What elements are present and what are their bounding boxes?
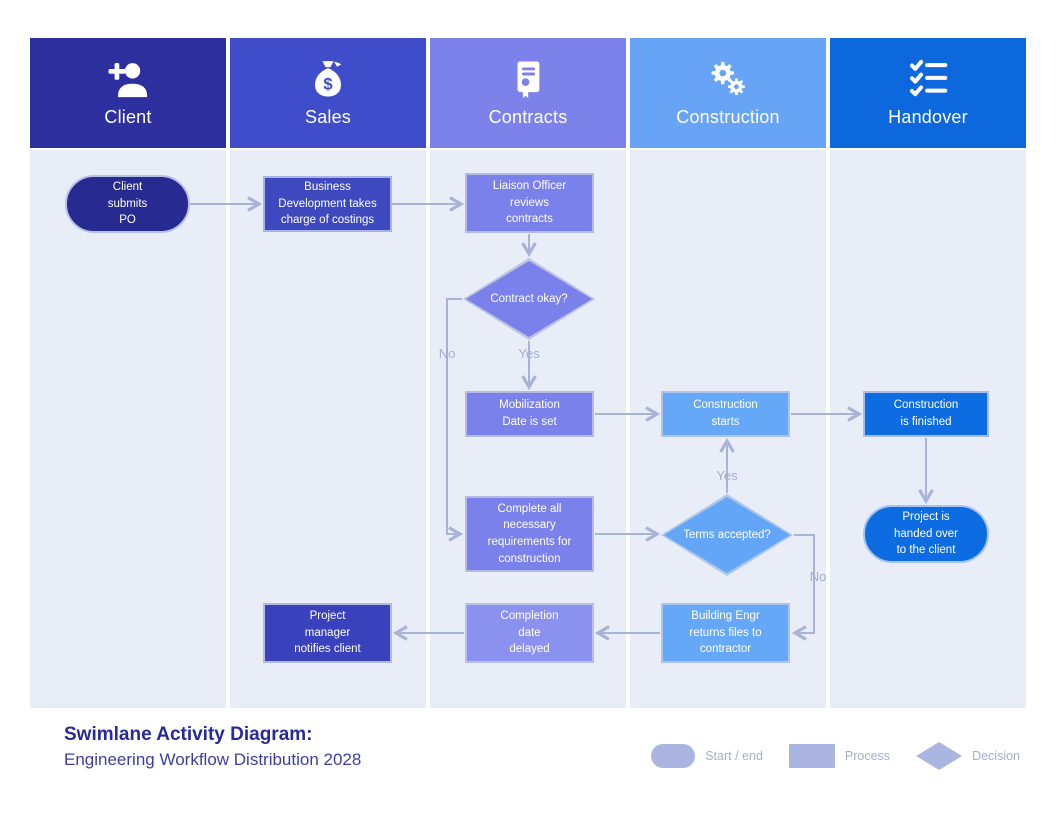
node-text: Business Development takes charge of cos… xyxy=(278,180,377,227)
lane-header-client: Client xyxy=(30,38,226,148)
lane-label-handover: Handover xyxy=(888,106,968,127)
lane-label-contracts: Contracts xyxy=(488,106,568,127)
legend-item-start-end: Start / end xyxy=(651,744,763,768)
legend-item-decision: Decision xyxy=(916,742,1020,770)
legend: Start / end Process Decision xyxy=(651,742,1020,770)
lane-header-contracts: Contracts xyxy=(430,38,626,148)
node-construction-starts: Construction starts xyxy=(661,391,790,437)
legend-item-process: Process xyxy=(788,744,891,768)
node-text: Project manager notifies client xyxy=(294,609,361,656)
edge-label-contract-yes: Yes xyxy=(518,346,540,361)
node-text: Project is handed over to the client xyxy=(894,510,958,557)
lane-label-construction: Construction xyxy=(676,106,780,127)
lane-header-handover: Handover xyxy=(830,38,1026,148)
edge-label-contract-no: No xyxy=(438,346,456,361)
edge-label-terms-no: No xyxy=(809,569,827,584)
node-text: Completion date delayed xyxy=(500,609,559,656)
person-add-icon xyxy=(105,59,151,99)
node-completion-delayed: Completion date delayed xyxy=(465,603,594,663)
node-complete-requirements: Complete all necessary requirements for … xyxy=(465,496,594,572)
node-text: Client submits PO xyxy=(107,180,148,227)
node-text: Building Engr returns files to contracto… xyxy=(689,609,762,656)
legend-label: Start / end xyxy=(705,749,763,763)
money-bag-icon: $ xyxy=(305,59,351,99)
swimlane-diagram: Client $ Sales xyxy=(30,38,1026,708)
node-liaison-officer: Liaison Officer reviews contracts xyxy=(465,173,594,233)
decision-shape-icon xyxy=(916,742,963,770)
node-text: Complete all necessary requirements for … xyxy=(487,502,572,565)
start-end-shape-icon xyxy=(651,744,696,768)
node-building-engr-returns: Building Engr returns files to contracto… xyxy=(661,603,790,663)
certificate-icon xyxy=(505,59,551,99)
lane-header-sales: $ Sales xyxy=(230,38,426,148)
node-text: Mobilization Date is set xyxy=(499,399,560,428)
gears-icon xyxy=(705,59,751,99)
node-project-manager-notifies: Project manager notifies client xyxy=(263,603,392,663)
node-text: Liaison Officer reviews contracts xyxy=(492,179,567,226)
legend-label: Decision xyxy=(972,749,1020,763)
lane-header-construction: Construction xyxy=(630,38,826,148)
diagram-subtitle: Engineering Workflow Distribution 2028 xyxy=(64,750,362,769)
process-shape-icon xyxy=(788,744,835,768)
node-construction-finished: Construction is finished xyxy=(863,391,989,437)
node-text: Construction is finished xyxy=(893,399,959,428)
svg-text:$: $ xyxy=(323,74,332,93)
checklist-icon xyxy=(905,59,951,99)
node-text: Terms accepted? xyxy=(683,528,771,541)
lane-label-sales: Sales xyxy=(304,106,352,127)
edge-label-terms-yes: Yes xyxy=(716,468,738,483)
diagram-title-block: Swimlane Activity Diagram: Engineering W… xyxy=(64,724,361,770)
lane-label-client: Client xyxy=(104,106,152,127)
node-text: Construction starts xyxy=(693,399,758,428)
node-text: Contract okay? xyxy=(490,292,568,305)
legend-label: Process xyxy=(844,749,891,763)
node-business-development: Business Development takes charge of cos… xyxy=(263,176,392,232)
diagram-title: Swimlane Activity Diagram: xyxy=(64,724,313,745)
node-client-submits-po: Client submits PO xyxy=(65,175,190,233)
lane-body-client xyxy=(30,150,226,708)
node-mobilization-date: Mobilization Date is set xyxy=(465,391,594,437)
node-project-handed-over: Project is handed over to the client xyxy=(863,505,989,563)
